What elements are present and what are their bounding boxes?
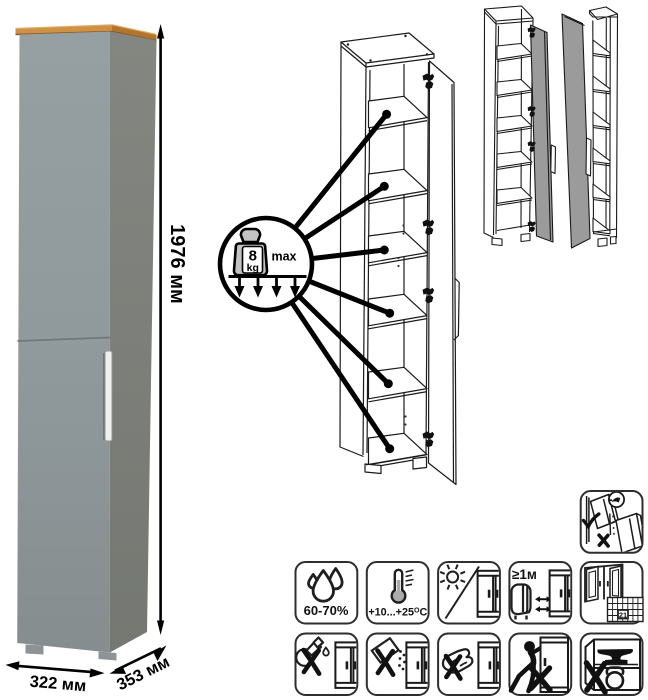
svg-text:1976 мм: 1976 мм: [166, 224, 188, 304]
svg-text:8: 8: [249, 248, 257, 265]
svg-text:+10...+25OC: +10...+25OC: [368, 607, 427, 619]
svg-text:353 мм: 353 мм: [114, 653, 173, 694]
svg-text:≥1м: ≥1м: [512, 567, 537, 582]
svg-text:kg: kg: [247, 262, 259, 274]
svg-text:21: 21: [619, 610, 627, 619]
svg-text:60-70%: 60-70%: [304, 603, 349, 618]
svg-text:max: max: [271, 250, 296, 264]
svg-text:322 мм: 322 мм: [29, 673, 87, 696]
